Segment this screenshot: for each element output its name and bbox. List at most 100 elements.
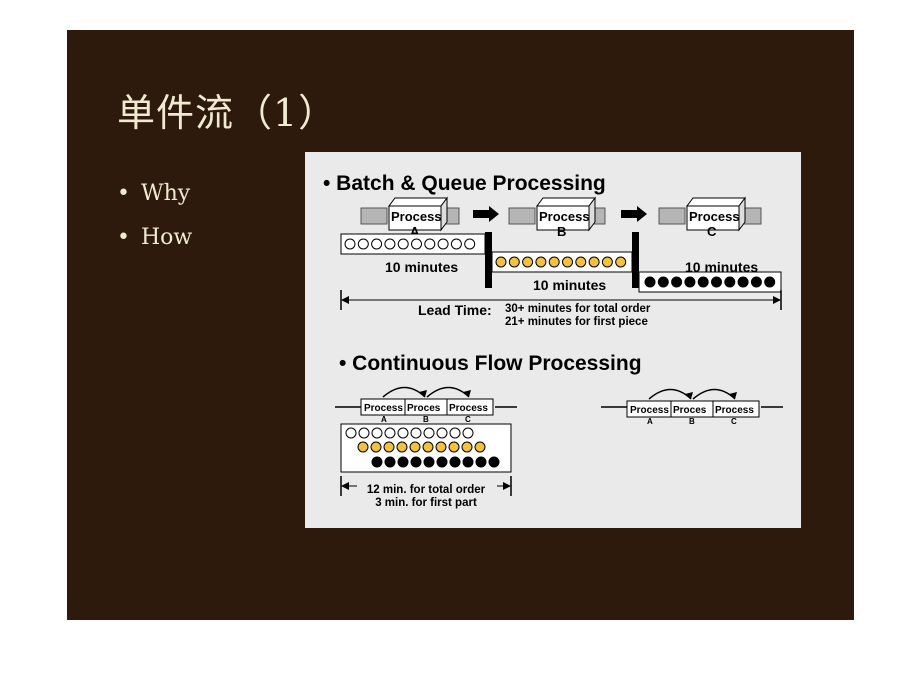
batch-process-b: Process B bbox=[508, 196, 606, 239]
mini-process-letter: C bbox=[731, 417, 737, 426]
piece-circle bbox=[358, 427, 370, 439]
piece-circle bbox=[697, 276, 709, 288]
lead-time-total: 30+ minutes for total order bbox=[505, 303, 651, 315]
piece-circle bbox=[435, 441, 447, 453]
piece-circle bbox=[575, 256, 587, 268]
lead-time-first: 21+ minutes for first piece bbox=[505, 316, 648, 328]
process-box-icon bbox=[388, 205, 442, 231]
piece-circle bbox=[462, 456, 474, 468]
bullet-item-why: • Why bbox=[117, 180, 192, 224]
piece-circle bbox=[737, 276, 749, 288]
time-label-b: 10 minutes bbox=[533, 277, 606, 293]
flow-arrow-icon bbox=[692, 388, 736, 400]
arrow-left-icon bbox=[341, 296, 349, 304]
piece-circle bbox=[464, 238, 476, 250]
piece-circle bbox=[436, 456, 448, 468]
queue-a-pieces bbox=[344, 238, 476, 250]
arrow-head-icon bbox=[729, 392, 737, 399]
process-comparison-figure: • Batch & Queue Processing Process A Pro… bbox=[305, 152, 801, 528]
queue-divider bbox=[632, 232, 639, 288]
mini-process-letter: C bbox=[465, 415, 471, 424]
piece-circle bbox=[684, 276, 696, 288]
brick-icon bbox=[658, 207, 686, 225]
bullet-item-how: • How bbox=[117, 224, 192, 268]
flow-time-backdrop bbox=[357, 482, 497, 510]
piece-circle bbox=[371, 427, 383, 439]
piece-circle bbox=[461, 441, 473, 453]
arrow-right-icon bbox=[773, 296, 781, 304]
brick-icon bbox=[360, 207, 388, 225]
time-label-a: 10 minutes bbox=[385, 259, 458, 275]
bullet-list: • Why • How bbox=[117, 180, 192, 268]
piece-circle bbox=[410, 427, 422, 439]
batch-process-c: Process C bbox=[658, 196, 762, 239]
piece-circle bbox=[396, 441, 408, 453]
piece-circle bbox=[357, 441, 369, 453]
bullet-dot-icon: • bbox=[117, 225, 130, 250]
piece-circle bbox=[724, 276, 736, 288]
piece-circle bbox=[437, 238, 449, 250]
flow-pieces bbox=[345, 427, 500, 468]
arrow-left-icon bbox=[341, 482, 349, 490]
process-box-icon bbox=[536, 205, 590, 231]
arrow-right-icon bbox=[473, 206, 499, 222]
piece-circle bbox=[409, 441, 421, 453]
mini-process-box-icon bbox=[446, 398, 494, 416]
bullet-text: How bbox=[141, 225, 193, 250]
mini-process-label: Process bbox=[715, 405, 754, 416]
piece-circle bbox=[522, 256, 534, 268]
process-label: Process bbox=[391, 209, 442, 224]
mini-process-label: Proces bbox=[673, 405, 707, 416]
piece-circle bbox=[644, 276, 656, 288]
process-letter: B bbox=[557, 224, 566, 239]
mini-process-letter: B bbox=[689, 417, 695, 426]
arrow-head-icon bbox=[685, 392, 693, 399]
arrow-right-icon bbox=[621, 206, 647, 222]
piece-circle bbox=[601, 256, 613, 268]
piece-circle bbox=[450, 238, 462, 250]
piece-circle bbox=[449, 427, 461, 439]
arrow-right-icon bbox=[503, 482, 511, 490]
piece-circle bbox=[488, 456, 500, 468]
piece-circle bbox=[474, 441, 486, 453]
bullet-dot-icon: • bbox=[117, 181, 130, 206]
figure-canvas: • Batch & Queue Processing Process A Pro… bbox=[323, 172, 783, 510]
piece-circle bbox=[475, 456, 487, 468]
piece-circle bbox=[436, 427, 448, 439]
flow-arrow-icon bbox=[426, 386, 470, 398]
piece-circle bbox=[588, 256, 600, 268]
process-letter: C bbox=[707, 224, 717, 239]
batch-process-a: Process A bbox=[360, 196, 460, 239]
piece-circle bbox=[423, 427, 435, 439]
piece-circle bbox=[384, 456, 396, 468]
piece-circle bbox=[764, 276, 776, 288]
flow-cell-left: Process Proces Process A B C bbox=[335, 386, 517, 424]
box-top bbox=[536, 197, 596, 207]
piece-circle bbox=[615, 256, 627, 268]
process-label: Process bbox=[539, 209, 590, 224]
piece-circle bbox=[449, 456, 461, 468]
piece-circle bbox=[371, 238, 383, 250]
slide: 单件流（1） • Why • How • Batch & Queue Process… bbox=[67, 30, 854, 620]
piece-circle bbox=[448, 441, 460, 453]
mini-process-letter: A bbox=[647, 417, 653, 426]
time-label-c: 10 minutes bbox=[685, 259, 758, 275]
mini-process-label: Process bbox=[630, 405, 669, 416]
slide-title: 单件流（1） bbox=[117, 91, 338, 135]
piece-circle bbox=[423, 456, 435, 468]
bullet-text: Why bbox=[141, 181, 191, 206]
box-top bbox=[388, 197, 448, 207]
piece-circle bbox=[384, 238, 396, 250]
process-box-icon bbox=[686, 205, 740, 231]
process-label: Process bbox=[689, 209, 740, 224]
piece-circle bbox=[562, 256, 573, 268]
flow-first-part: 3 min. for first part bbox=[375, 497, 477, 509]
piece-circle bbox=[357, 238, 369, 250]
piece-circle bbox=[397, 456, 409, 468]
flow-cell-right: Process Proces Process A B C bbox=[601, 388, 783, 426]
piece-circle bbox=[548, 256, 560, 268]
piece-circle bbox=[410, 456, 422, 468]
piece-circle bbox=[345, 427, 357, 439]
batch-heading: • Batch & Queue Processing bbox=[323, 172, 606, 195]
process-letter: A bbox=[410, 224, 420, 239]
